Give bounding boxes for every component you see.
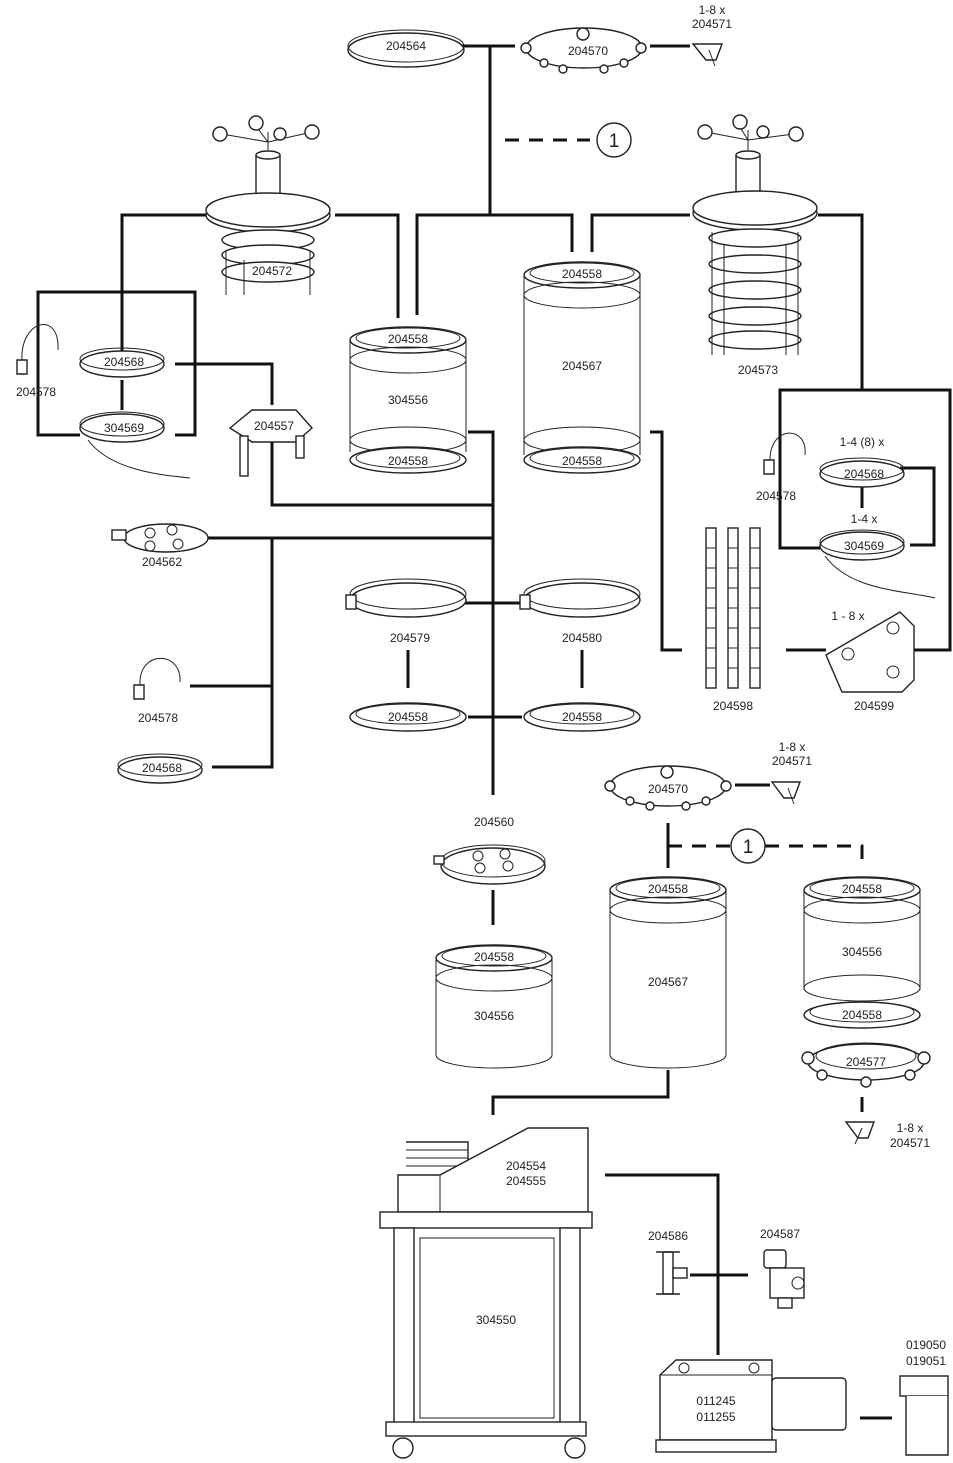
part-base-unit: 204554 204555 304550 <box>379 1127 593 1459</box>
callout-marker-mid: 1 <box>730 828 766 864</box>
part-collar-204577: 204577 <box>801 1042 931 1088</box>
callout-marker-top: 1 <box>596 122 632 158</box>
qty-label: 1-8 x <box>779 740 806 754</box>
label-204571: 204571 <box>890 1136 930 1150</box>
label-204578: 204578 <box>756 489 796 503</box>
label-204586: 204586 <box>648 1229 688 1243</box>
label-011245: 011245 <box>696 1394 735 1408</box>
label-204578: 204578 <box>138 711 178 725</box>
callout-number: 1 <box>743 837 754 858</box>
label-204558: 204558 <box>562 454 602 468</box>
qty-label: 1-8 x <box>699 3 726 17</box>
part-gauge-204587: 204587 <box>760 1227 805 1309</box>
label-204567: 204567 <box>648 975 688 989</box>
part-manifold-204572: 204572 <box>205 115 331 295</box>
part-heater-ring-204568-bottom: 204568 <box>117 753 203 784</box>
part-plate-204599: 1 - 8 x 204599 <box>825 609 915 713</box>
label-204558: 204558 <box>648 882 688 896</box>
label-204554: 204554 <box>506 1159 546 1173</box>
label-204599: 204599 <box>854 699 894 713</box>
part-collar-204570-mid: 204570 <box>604 765 732 811</box>
part-heater-ring-204568-left: 204568 <box>79 347 165 378</box>
label-204568: 204568 <box>844 467 884 481</box>
label-204555: 204555 <box>506 1174 546 1188</box>
label-204558: 204558 <box>388 332 428 346</box>
label-204558: 204558 <box>562 710 602 724</box>
part-chamber-304556-lower-right: 204558 304556 204558 <box>803 876 921 1029</box>
label-304569: 304569 <box>844 539 884 553</box>
label-204571: 204571 <box>692 17 732 31</box>
label-019051: 019051 <box>906 1354 946 1368</box>
part-filter-019050: 019050 019051 <box>899 1338 949 1456</box>
label-204558: 204558 <box>842 1008 882 1022</box>
part-chamber-304556-lower-left: 204558 304556 <box>435 944 553 1069</box>
part-cable-204578-right: 204578 <box>756 432 806 503</box>
part-chamber-304556-upper: 204558 304556 204558 <box>349 326 467 474</box>
part-plate-204564: 204564 <box>347 29 465 68</box>
label-204587: 204587 <box>760 1227 800 1241</box>
part-cable-204578-mid: 204578 <box>133 657 181 725</box>
part-chamber-204567-upper: 204558 204567 204558 <box>523 261 641 474</box>
part-ring-204558-e: 204558 <box>349 702 467 732</box>
label-204558: 204558 <box>474 950 514 964</box>
part-cable-204578-left: 204578 <box>16 324 59 399</box>
part-pump-011245: 011245 011255 <box>655 1359 847 1453</box>
label-304556: 304556 <box>842 945 882 959</box>
label-204572: 204572 <box>252 264 292 278</box>
part-valve-204571-bottom: 1-8 x 204571 <box>844 1121 930 1150</box>
part-valve-204571-top: 1-8 x 204571 <box>691 3 732 67</box>
qty-label: 1 - 8 x <box>831 609 864 623</box>
part-valve-204571-mid: 1-8 x 204571 <box>770 740 812 805</box>
label-204558: 204558 <box>388 454 428 468</box>
label-204580: 204580 <box>562 631 602 645</box>
part-manifold-plate-204562: 204562 <box>111 523 209 569</box>
label-204598: 204598 <box>713 699 753 713</box>
qty-label: 1-8 x <box>897 1121 924 1135</box>
part-valve-204586: 204586 <box>648 1229 688 1295</box>
label-304556: 304556 <box>474 1009 514 1023</box>
label-204578: 204578 <box>16 385 56 399</box>
label-204573: 204573 <box>738 363 778 377</box>
part-collar-204570-top: 204570 <box>520 27 647 74</box>
connector-lines <box>36 44 952 1420</box>
label-019050: 019050 <box>906 1338 946 1352</box>
label-011255: 011255 <box>696 1410 735 1424</box>
label-204562: 204562 <box>142 555 182 569</box>
part-heater-304569-right: 1-4 x 304569 <box>819 512 936 599</box>
part-heater-ring-204568-right: 1-4 (8) x 204568 <box>819 435 905 488</box>
label-204567: 204567 <box>562 359 602 373</box>
part-chamber-204567-lower: 204558 204567 <box>609 876 727 1069</box>
part-lid-204560: 204560 <box>433 815 546 885</box>
label-204570: 204570 <box>568 44 608 58</box>
part-band-204580: 204580 <box>519 578 641 645</box>
label-204571: 204571 <box>772 754 812 768</box>
label-204558: 204558 <box>562 267 602 281</box>
label-304556: 304556 <box>388 393 428 407</box>
part-bracket-204557: 204557 <box>228 409 313 477</box>
label-204560: 204560 <box>474 815 514 829</box>
label-204557: 204557 <box>254 419 294 433</box>
label-204568: 204568 <box>142 761 182 775</box>
callout-number: 1 <box>609 131 620 152</box>
label-204558: 204558 <box>842 882 882 896</box>
label-304550: 304550 <box>476 1313 516 1327</box>
label-204568: 204568 <box>104 355 144 369</box>
qty-label: 1-4 x <box>851 512 878 526</box>
label-204558: 204558 <box>388 710 428 724</box>
label-304569: 304569 <box>104 421 144 435</box>
label-204577: 204577 <box>846 1055 886 1069</box>
part-band-204579: 204579 <box>345 578 467 645</box>
part-ring-204558-f: 204558 <box>523 702 641 732</box>
part-heater-304569-left: 304569 <box>79 411 191 479</box>
label-204579: 204579 <box>390 631 430 645</box>
label-204564: 204564 <box>386 39 426 53</box>
part-manifold-204573: 204573 <box>692 114 818 377</box>
label-204570: 204570 <box>648 782 688 796</box>
part-rails-204598: 204598 <box>705 527 761 713</box>
qty-label: 1-4 (8) x <box>840 435 885 449</box>
